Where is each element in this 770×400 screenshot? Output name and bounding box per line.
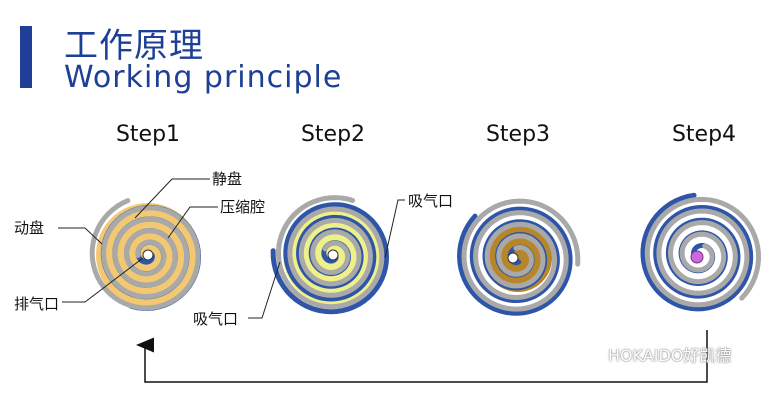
page-title: 工作原理 bbox=[64, 26, 204, 66]
leader-discharge-port bbox=[62, 257, 144, 303]
leader-suction-bottom bbox=[248, 261, 281, 319]
step1-scroll bbox=[89, 198, 202, 311]
step-label-2: Step2 bbox=[300, 122, 366, 147]
step-label-1: Step1 bbox=[115, 122, 181, 147]
step1-static-scroll bbox=[89, 198, 201, 311]
brand-watermark: HOKAIDO好凯德 bbox=[608, 346, 732, 365]
step3-static-scroll bbox=[461, 198, 581, 312]
step-label-4: Step4 bbox=[671, 122, 737, 147]
leader-static-scroll bbox=[134, 178, 210, 219]
cycle-arrow-icon bbox=[136, 330, 708, 383]
step2-discharge-hole bbox=[327, 249, 339, 261]
label-suction-port-right: 吸气口 bbox=[408, 192, 454, 210]
leader-suction-right bbox=[384, 199, 405, 259]
page-subtitle: Working principle bbox=[64, 60, 343, 95]
leader-orbiting-scroll bbox=[58, 227, 103, 245]
step4-discharge-hole bbox=[690, 250, 704, 264]
step2-scroll bbox=[270, 195, 390, 315]
label-orbiting-scroll: 动盘 bbox=[14, 219, 45, 237]
step-label-3: Step3 bbox=[485, 122, 551, 147]
step2-static-scroll bbox=[276, 195, 385, 310]
label-compression-chamber: 压缩腔 bbox=[220, 198, 266, 216]
title-accent-bar bbox=[20, 26, 32, 88]
label-static-scroll: 静盘 bbox=[212, 170, 243, 188]
step4-scroll bbox=[640, 192, 761, 312]
label-discharge-port: 排气口 bbox=[14, 295, 60, 313]
step1-discharge-hole bbox=[142, 249, 154, 261]
leader-compression-chamber bbox=[167, 206, 218, 239]
step4-static-scroll bbox=[644, 196, 761, 308]
step3-scroll bbox=[457, 198, 581, 316]
leader-lines bbox=[58, 178, 405, 319]
step3-discharge-hole bbox=[507, 252, 519, 264]
label-suction-port-bottom: 吸气口 bbox=[193, 310, 239, 328]
